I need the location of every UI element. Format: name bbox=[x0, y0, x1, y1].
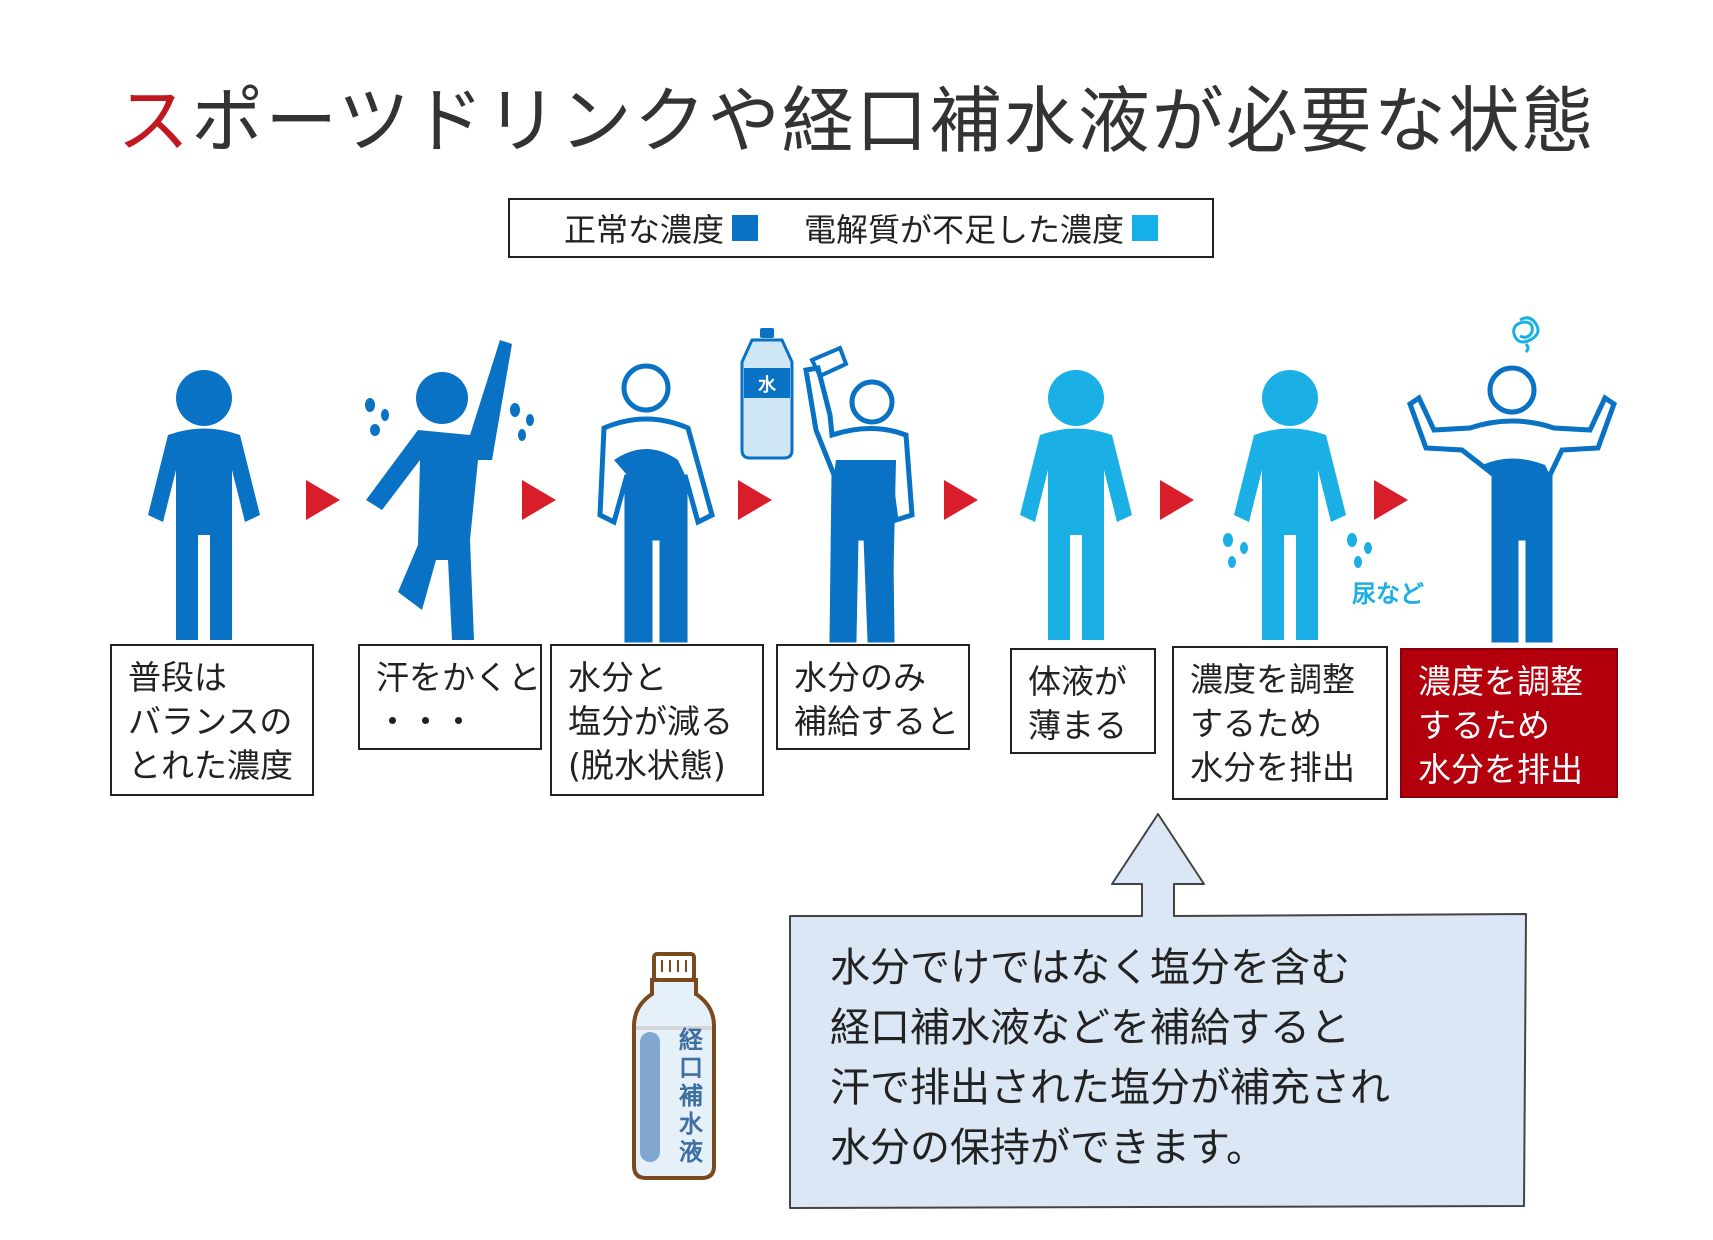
arrow-2-icon bbox=[522, 480, 556, 520]
arrow-6-icon bbox=[1374, 480, 1408, 520]
legend-normal: 正常な濃度 bbox=[564, 205, 758, 251]
step-3-box: 水分と 塩分が減る (脱水状態) bbox=[550, 644, 764, 796]
arrow-5-icon bbox=[1160, 480, 1194, 520]
water-bottle-icon: 水 bbox=[740, 328, 794, 460]
step-2-box: 汗をかくと ・・・ bbox=[358, 644, 542, 750]
excretion-drops-icon bbox=[1223, 533, 1372, 568]
figure-normal-person bbox=[148, 370, 260, 640]
callout-message: 水分でけではなく塩分を含む 経口補水液などを補給すると 汗で排出された塩分が補充… bbox=[830, 938, 1390, 1178]
title-rest: ポーツドリンクや経口補水液が必要な状態 bbox=[191, 79, 1596, 163]
callout-line-3: 汗で排出された塩分が補充され bbox=[830, 1065, 1390, 1111]
step-4-box: 水分のみ 補給すると bbox=[776, 644, 970, 750]
figure-sweating-person bbox=[366, 340, 512, 640]
legend-deficient: 電解質が不足した濃度 bbox=[804, 205, 1159, 251]
legend: 正常な濃度 電解質が不足した濃度 bbox=[508, 198, 1214, 258]
urine-label: 尿など bbox=[1352, 580, 1424, 608]
water-bottle-label: 水 bbox=[758, 374, 777, 396]
page-title: スポーツドリンクや経口補水液が必要な状態 bbox=[0, 62, 1713, 167]
callout-line-1: 水分でけではなく塩分を含む bbox=[830, 945, 1350, 991]
figure-excreting-person bbox=[1234, 370, 1346, 640]
figure-diluted-person bbox=[1020, 370, 1132, 640]
legend-deficient-swatch bbox=[1132, 215, 1159, 241]
step-5-box: 体液が 薄まる bbox=[1010, 648, 1156, 754]
arrow-3-icon bbox=[738, 480, 772, 520]
ors-bottle-label: 経口補水液 bbox=[679, 1026, 703, 1166]
legend-deficient-label: 電解質が不足した濃度 bbox=[804, 211, 1125, 249]
figure-dehydrated-person bbox=[597, 363, 715, 643]
sweat-drops-icon bbox=[365, 398, 534, 441]
step-6-box: 濃度を調整 するため 水分を排出 bbox=[1172, 646, 1388, 800]
arrow-4-icon bbox=[944, 480, 978, 520]
figure-drinking-person bbox=[803, 345, 915, 643]
figure-confused-person bbox=[1406, 365, 1618, 643]
dizzy-scribble-icon bbox=[1512, 316, 1540, 354]
ors-bottle-icon bbox=[632, 952, 716, 1180]
title-accent: ス bbox=[117, 79, 192, 163]
step-7-box-highlighted: 濃度を調整 するため 水分を排出 bbox=[1400, 648, 1618, 798]
legend-normal-swatch bbox=[732, 215, 758, 241]
arrow-1-icon bbox=[306, 480, 340, 520]
callout-line-4: 水分の保持ができます。 bbox=[830, 1125, 1266, 1171]
figure-sequence: 水 尿など bbox=[148, 316, 1618, 643]
callout-line-2: 経口補水液などを補給すると bbox=[830, 1005, 1350, 1051]
legend-normal-label: 正常な濃度 bbox=[563, 211, 724, 249]
step-1-box: 普段は バランスの とれた濃度 bbox=[110, 644, 314, 796]
